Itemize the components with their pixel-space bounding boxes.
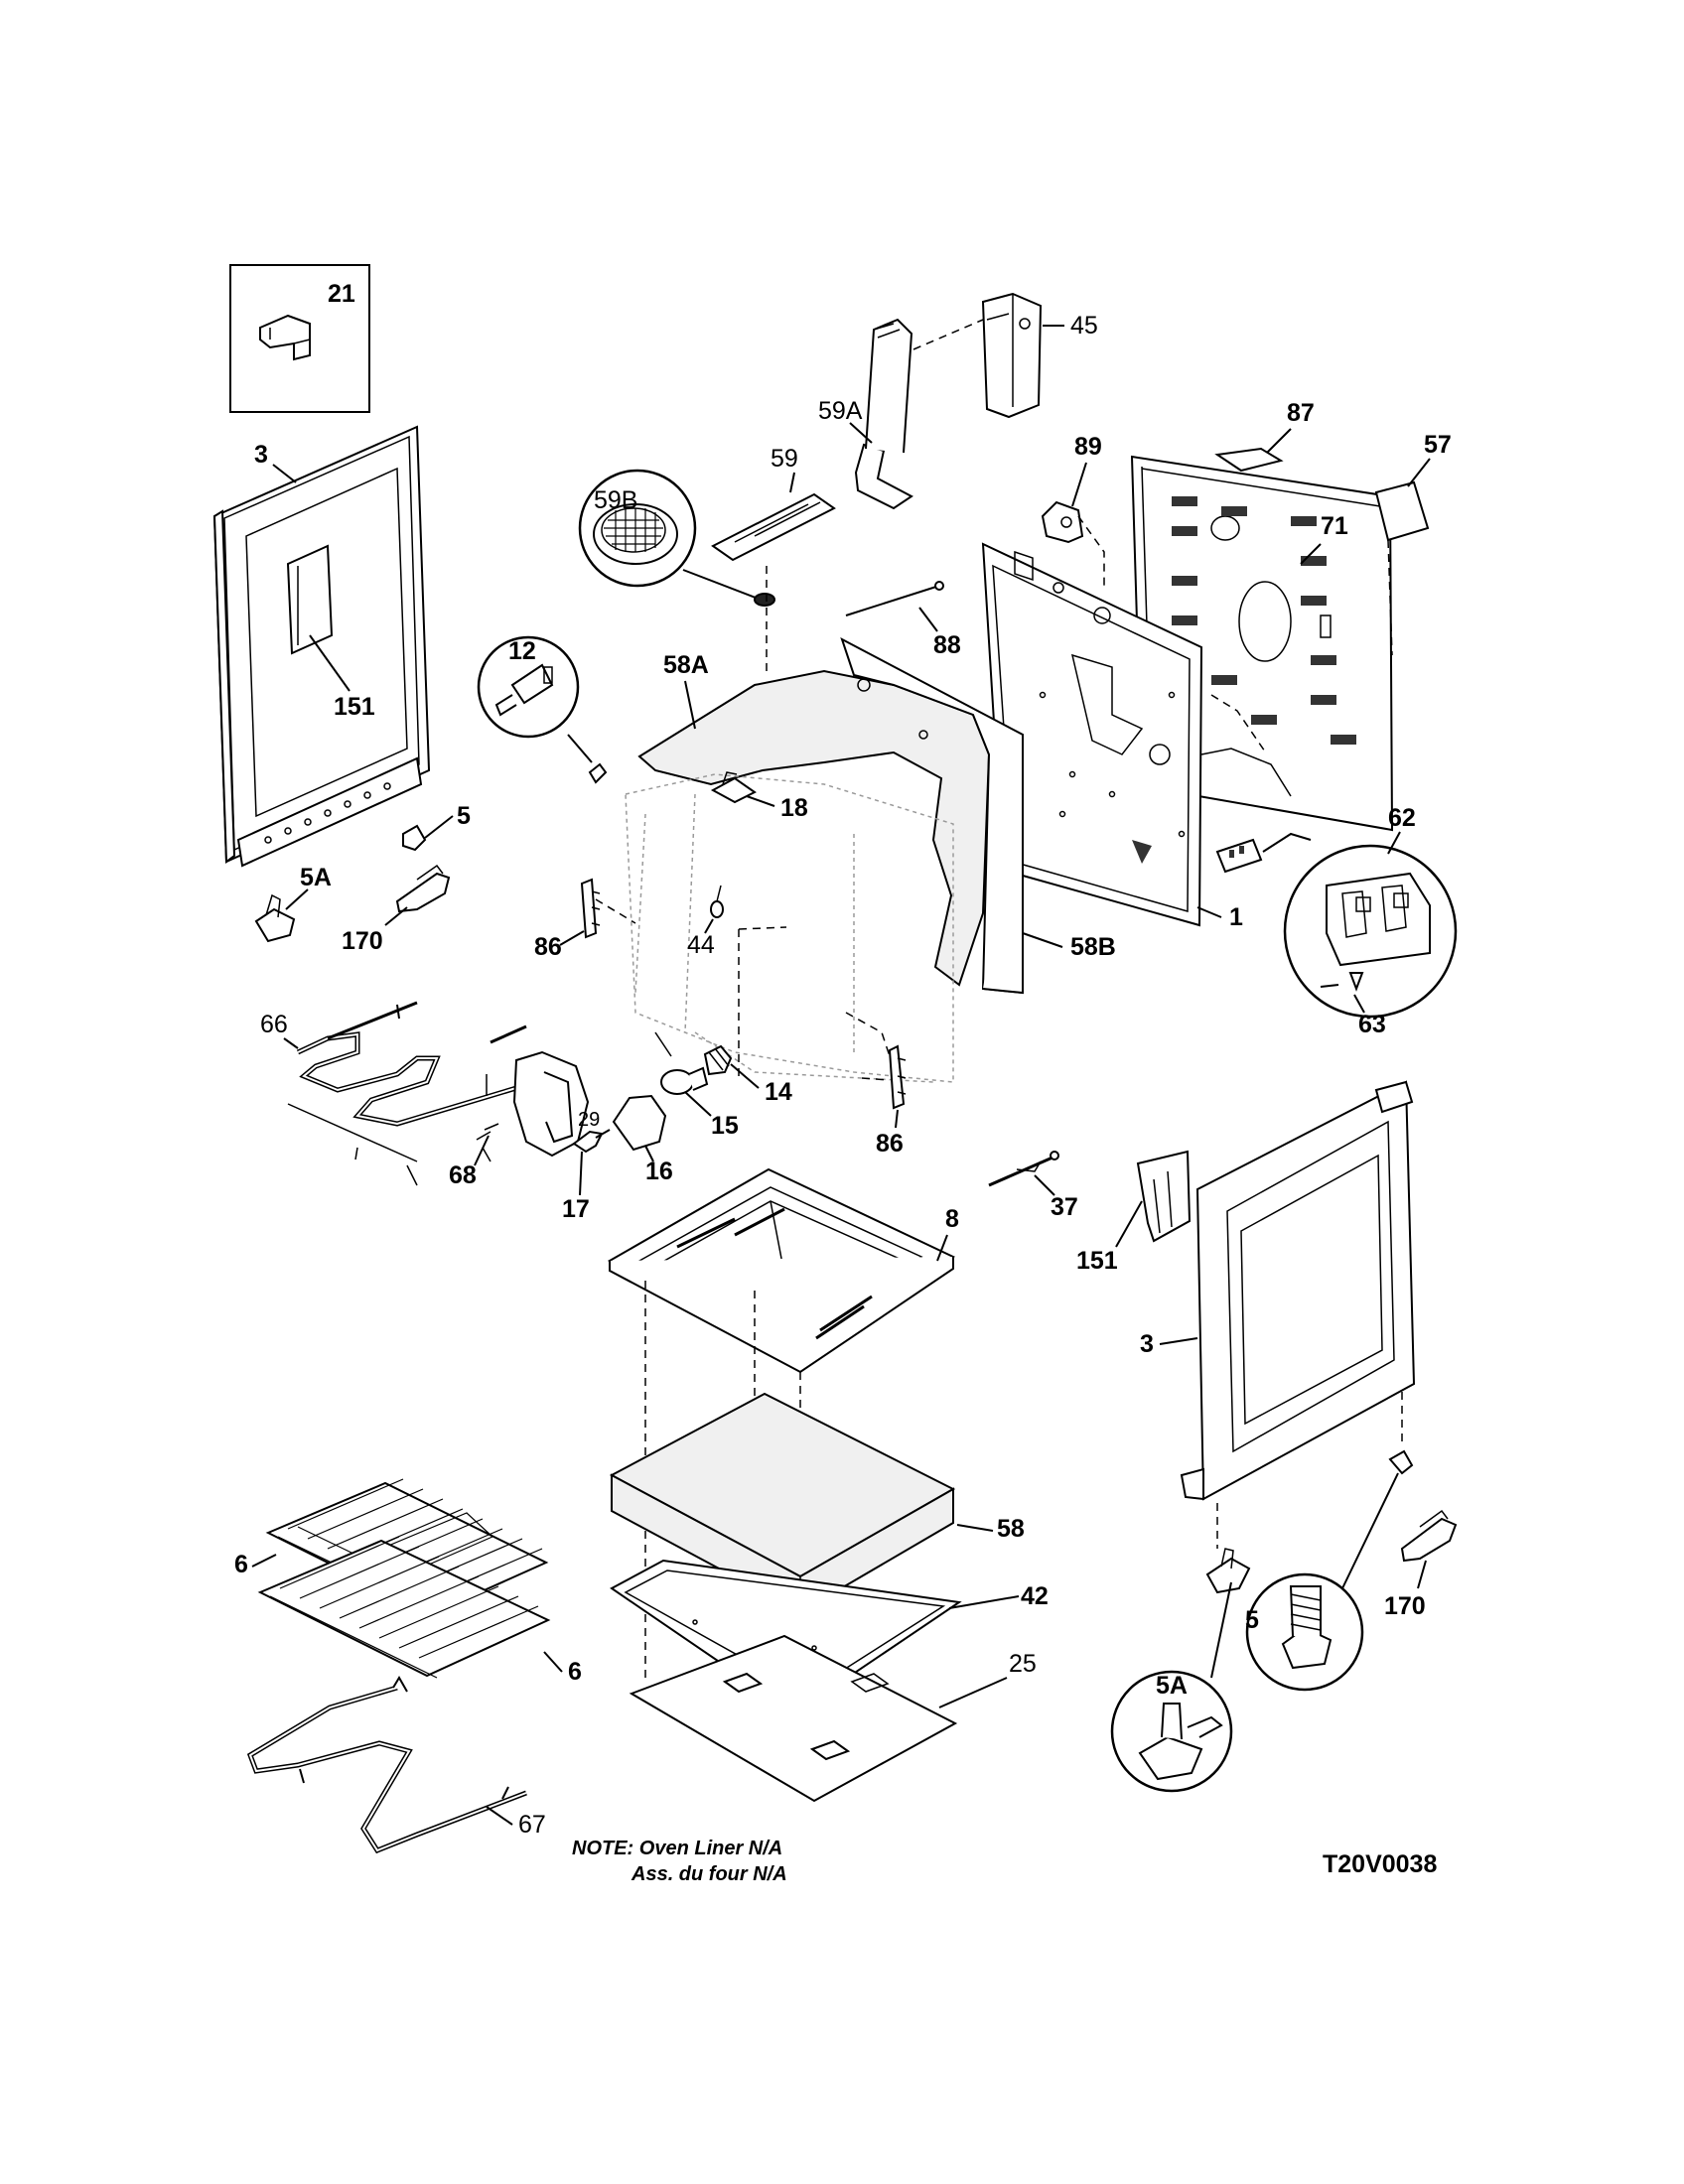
label-44: 44 xyxy=(687,931,715,959)
label-151-left: 151 xyxy=(334,693,375,721)
left-leveling-parts: 5 5A 170 xyxy=(254,802,471,955)
label-58A: 58A xyxy=(663,651,709,679)
label-59B: 59B xyxy=(594,486,637,514)
label-87: 87 xyxy=(1287,399,1315,427)
label-59A: 59A xyxy=(818,397,863,425)
label-59: 59 xyxy=(771,445,798,473)
label-14: 14 xyxy=(765,1078,792,1106)
part-59B-detail: 59B xyxy=(578,469,775,607)
part-62-detail: 62 63 xyxy=(1215,804,1458,1038)
label-42: 42 xyxy=(1021,1582,1049,1610)
label-16: 16 xyxy=(645,1158,673,1185)
label-6-top: 6 xyxy=(234,1551,248,1578)
label-25: 25 xyxy=(1009,1650,1037,1678)
label-57: 57 xyxy=(1424,431,1452,459)
label-12: 12 xyxy=(508,637,536,665)
label-151-right: 151 xyxy=(1076,1247,1118,1275)
label-86-right: 86 xyxy=(876,1130,904,1158)
label-58: 58 xyxy=(997,1515,1025,1543)
vent-duct-parts: 59 59A 45 xyxy=(711,292,1098,675)
part-86-right: 86 xyxy=(845,1012,907,1158)
part-18: 18 xyxy=(710,771,808,822)
part-66-element: 66 68 xyxy=(260,1001,672,1189)
right-leveling-parts: 5A 5 170 xyxy=(1110,1449,1458,1793)
label-5A-left: 5A xyxy=(300,864,332,891)
label-88: 88 xyxy=(933,631,961,659)
label-66: 66 xyxy=(260,1011,288,1038)
part-37: 37 xyxy=(988,1151,1078,1221)
insulation-58A-58B: 58A 58B xyxy=(637,636,1116,995)
note-line-2: Ass. du four N/A xyxy=(631,1863,787,1885)
label-5-left: 5 xyxy=(457,802,471,830)
label-3-right: 3 xyxy=(1140,1330,1154,1358)
label-63: 63 xyxy=(1358,1011,1386,1038)
label-17: 17 xyxy=(562,1195,590,1223)
label-170-left: 170 xyxy=(342,927,383,955)
oven-liner-ghost xyxy=(625,773,954,1083)
label-5A-right: 5A xyxy=(1156,1672,1188,1700)
part-67-bake-element: 67 xyxy=(246,1676,546,1854)
part-12-detail: 12 xyxy=(477,635,608,784)
right-side-panel: 151 3 xyxy=(1076,1080,1416,1549)
note-line-1: NOTE: Oven Liner N/A xyxy=(572,1838,782,1859)
label-29: 29 xyxy=(578,1109,600,1131)
label-62: 62 xyxy=(1388,804,1416,832)
oven-racks: 6 6 xyxy=(234,1478,582,1686)
lamp-assembly: 14 15 16 17 xyxy=(562,1044,792,1223)
part-25-bottom-panel: 25 xyxy=(629,1634,1037,1803)
footer-text: NOTE: Oven Liner N/A Ass. du four N/A T2… xyxy=(572,1838,1437,1885)
label-15: 15 xyxy=(711,1112,739,1140)
label-71: 71 xyxy=(1321,512,1348,540)
part-8-top-pan: 8 xyxy=(607,1167,959,1678)
label-68: 68 xyxy=(449,1161,477,1189)
label-6-bottom: 6 xyxy=(568,1658,582,1686)
label-18: 18 xyxy=(780,794,808,822)
part-21-inset: 21 xyxy=(229,264,370,413)
label-67: 67 xyxy=(518,1811,546,1839)
part-86-left-and-44: 86 44 xyxy=(534,878,787,1080)
left-side-panel: 3 151 xyxy=(212,425,431,868)
label-58B: 58B xyxy=(1070,933,1116,961)
label-3-left: 3 xyxy=(254,441,268,469)
label-37: 37 xyxy=(1051,1193,1078,1221)
label-5-right: 5 xyxy=(1245,1606,1259,1634)
label-86-left: 86 xyxy=(534,933,562,961)
part-88: 88 xyxy=(845,581,961,659)
diagram-code: T20V0038 xyxy=(1323,1850,1437,1878)
label-1: 1 xyxy=(1229,903,1243,931)
label-89: 89 xyxy=(1074,433,1102,461)
label-45: 45 xyxy=(1070,312,1098,340)
label-170-right: 170 xyxy=(1384,1592,1426,1620)
part-29: 29 xyxy=(512,1050,600,1158)
label-8: 8 xyxy=(945,1205,959,1233)
label-21: 21 xyxy=(328,280,355,308)
